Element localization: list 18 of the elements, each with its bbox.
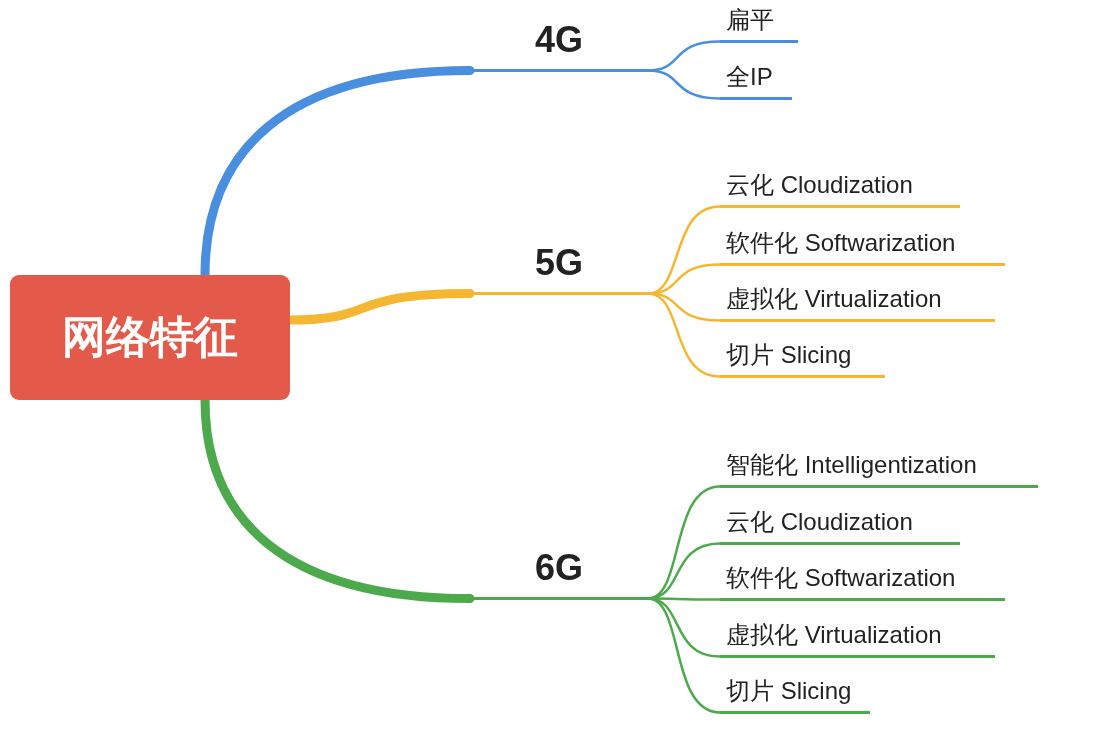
leaf-label: 切片 Slicing	[720, 676, 870, 714]
leaf-label: 虚拟化 Virtualization	[720, 620, 995, 658]
leaf-label: 云化 Cloudization	[720, 507, 960, 545]
leaf-label: 全IP	[720, 62, 792, 100]
branch-label: 4G	[470, 10, 648, 72]
leaf-label: 智能化 Intelligentization	[720, 450, 1038, 488]
connector-line	[646, 597, 722, 714]
leaf-label: 扁平	[720, 5, 798, 43]
topic-box: 网络特征	[10, 275, 290, 400]
branch-label: 5G	[470, 233, 648, 295]
leaf-label: 云化 Cloudization	[720, 170, 960, 208]
leaf-label: 切片 Slicing	[720, 340, 885, 378]
connector-line	[646, 292, 722, 378]
leaf-label: 软件化 Softwarization	[720, 228, 1005, 266]
connector-line	[646, 69, 722, 100]
leaf-label: 虚拟化 Virtualization	[720, 284, 995, 322]
branch-label: 6G	[470, 538, 648, 600]
leaf-label: 软件化 Softwarization	[720, 563, 1005, 601]
